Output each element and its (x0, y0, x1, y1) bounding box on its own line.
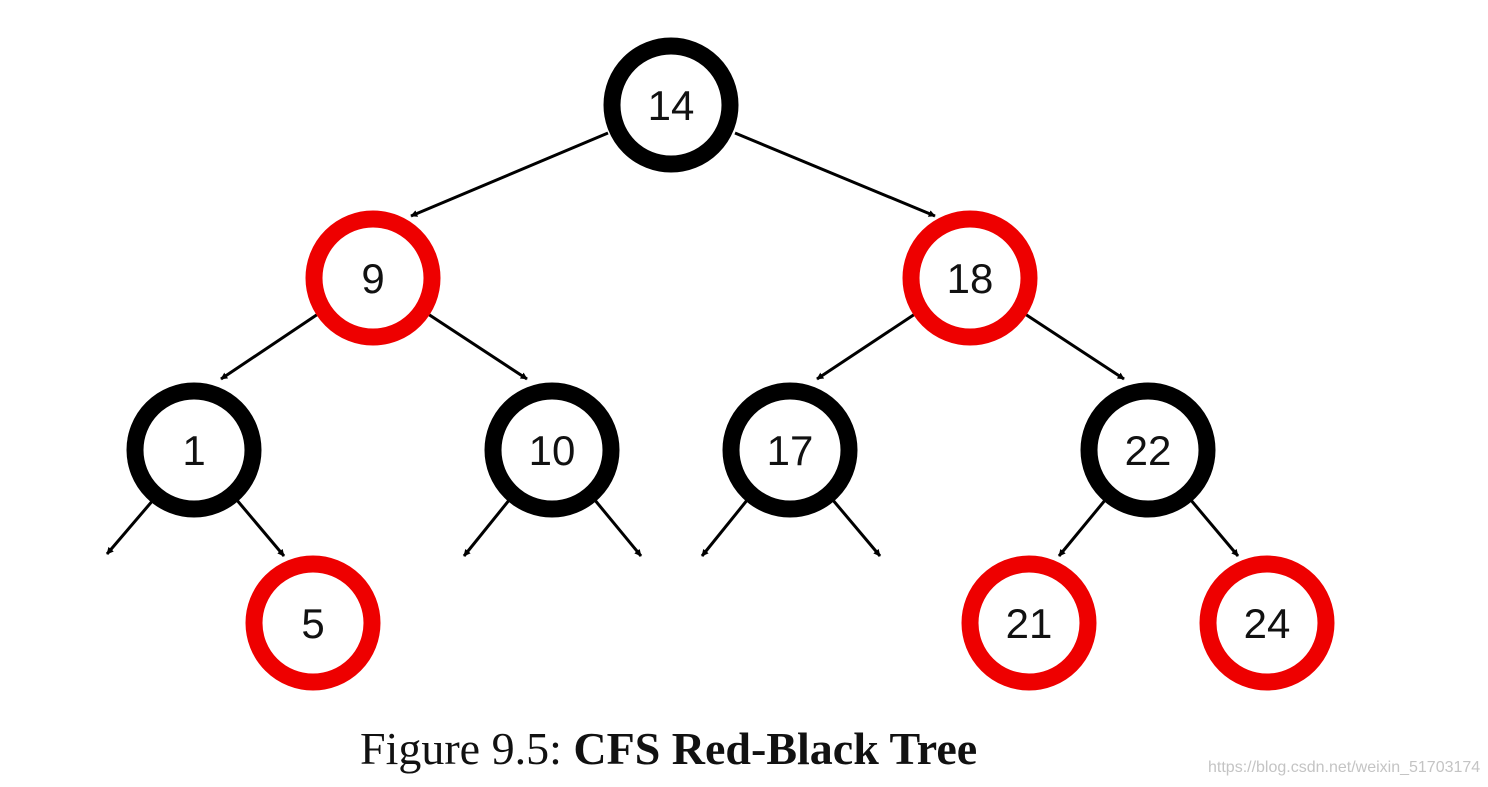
tree-node-5: 5 (245, 555, 381, 691)
edge-arrow-n22-n24 (1188, 498, 1240, 557)
node-ring-red (902, 210, 1038, 346)
node-label: 1 (182, 427, 205, 474)
edges-layer (105, 131, 1240, 557)
tree-node-21: 21 (961, 555, 1097, 691)
figure-caption: Figure 9.5: CFS Red-Black Tree (360, 722, 977, 775)
caption-title: CFS Red-Black Tree (573, 723, 978, 774)
tree-node-17: 17 (722, 382, 858, 518)
edge-arrow-n9-n1 (220, 312, 319, 381)
tree-node-10: 10 (484, 382, 620, 518)
caption-prefix: Figure 9.5: (360, 723, 574, 774)
node-ring-red (1199, 555, 1335, 691)
node-ring-black (603, 37, 739, 173)
node-ring-red (305, 210, 441, 346)
edge-arrow-n1-nil-left (105, 498, 156, 555)
edge-arrow-n18-n17 (816, 312, 916, 381)
edge-arrow-n17-nil-left (700, 498, 750, 557)
node-label: 21 (1006, 600, 1053, 647)
node-label: 22 (1125, 427, 1172, 474)
tree-node-18: 18 (902, 210, 1038, 346)
node-ring-red (245, 555, 381, 691)
node-label: 14 (648, 82, 695, 129)
tree-node-22: 22 (1080, 382, 1216, 518)
nodes-layer: 14 9 18 1 10 17 22 5 21 24 (126, 37, 1335, 691)
edge-arrow-n10-nil-right (592, 498, 643, 557)
tree-node-14: 14 (603, 37, 739, 173)
node-label: 10 (529, 427, 576, 474)
edge-arrow-n17-nil-right (830, 498, 882, 557)
tree-node-9: 9 (305, 210, 441, 346)
tree-node-24: 24 (1199, 555, 1335, 691)
edge-arrow-n10-nil-left (462, 498, 512, 557)
node-ring-black (126, 382, 262, 518)
node-label: 17 (767, 427, 814, 474)
node-label: 18 (947, 255, 994, 302)
node-ring-black (722, 382, 858, 518)
node-ring-black (484, 382, 620, 518)
edge-arrow-n18-n22 (1024, 312, 1125, 381)
node-ring-black (1080, 382, 1216, 518)
edge-arrow-n14-n18 (734, 131, 936, 218)
node-label: 24 (1244, 600, 1291, 647)
edge-arrow-n9-n10 (427, 312, 528, 381)
watermark-text: https://blog.csdn.net/weixin_51703174 (1208, 759, 1481, 776)
tree-node-1: 1 (126, 382, 262, 518)
node-label: 9 (361, 255, 384, 302)
edge-arrow-n14-n9 (410, 131, 609, 218)
edge-arrow-n22-n21 (1057, 498, 1108, 557)
node-label: 5 (301, 600, 324, 647)
node-ring-red (961, 555, 1097, 691)
edge-arrow-n1-n5 (234, 498, 286, 557)
